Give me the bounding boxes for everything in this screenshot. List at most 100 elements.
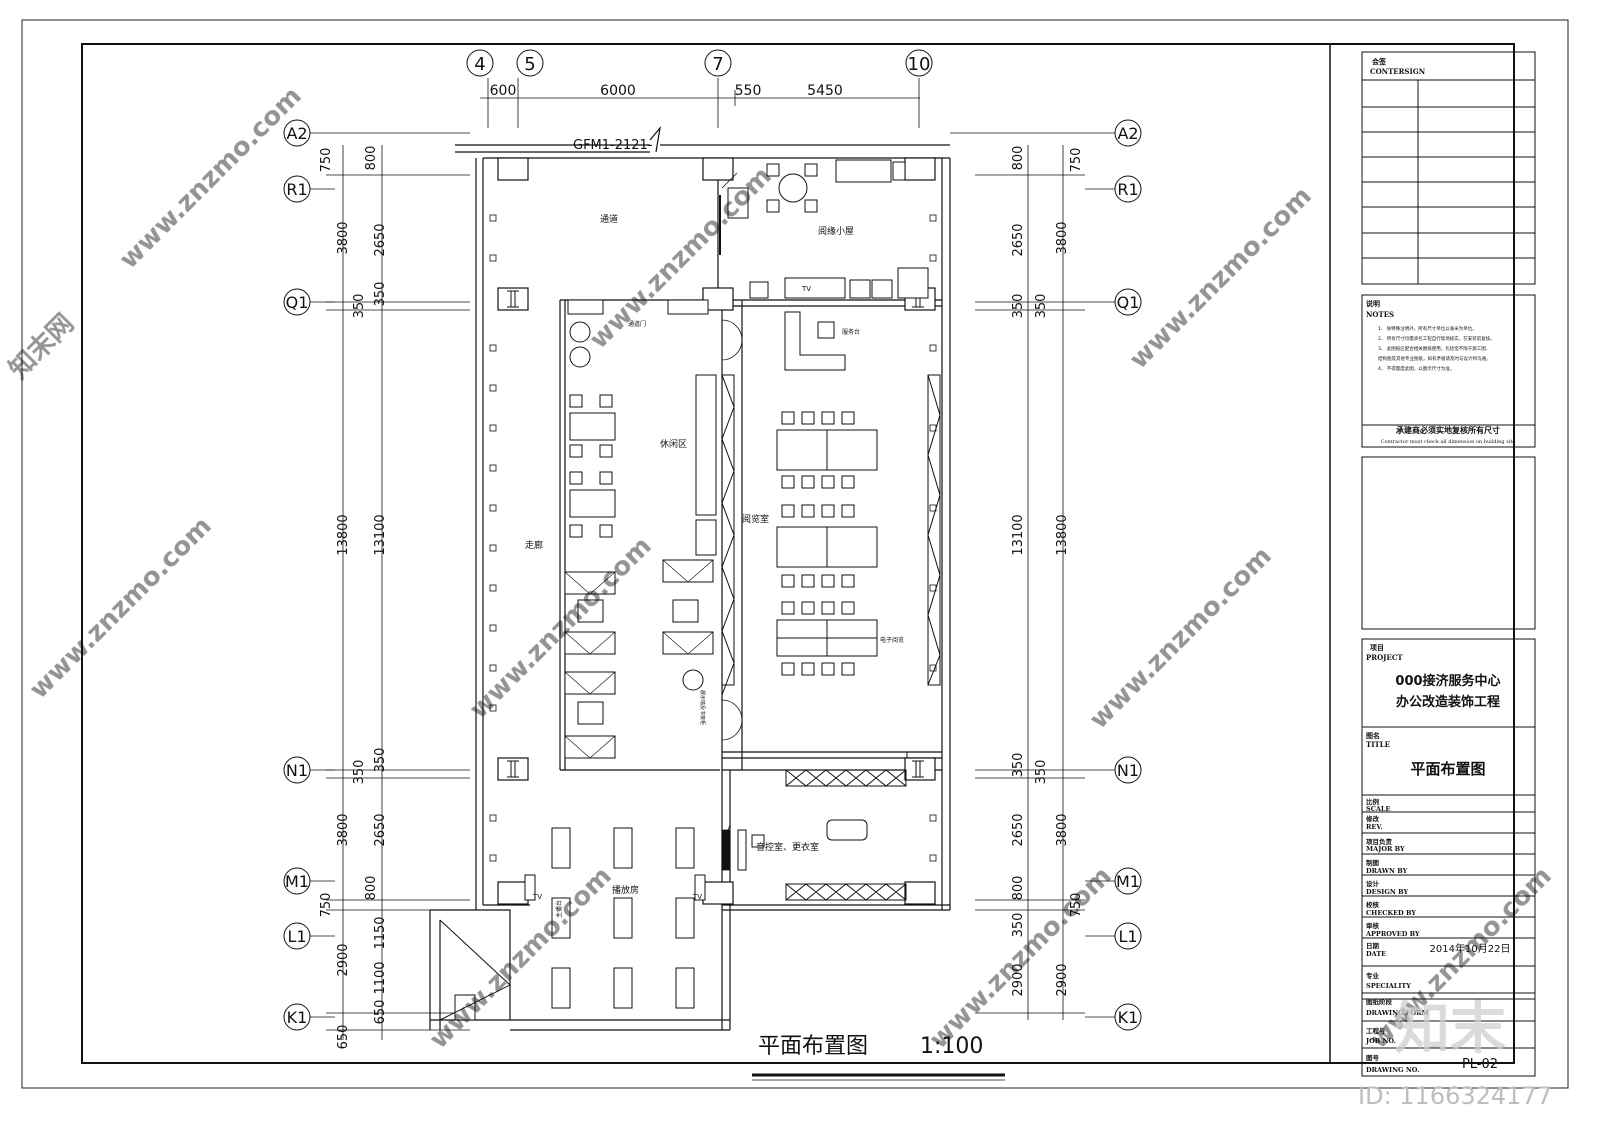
reading-shelves [721, 374, 941, 901]
dim-text: 350 [1034, 760, 1049, 785]
tb-note-line: 结构图及其他专业图纸，如有矛盾请及时与设计师沟通。 [1378, 355, 1491, 362]
dim-text: 350 [1011, 913, 1026, 938]
tb-field-en: SCALE [1366, 805, 1390, 813]
dim-text: 350 [352, 760, 367, 785]
room-label: 电子阅览 [880, 636, 904, 644]
tb-field-cn: 比例 [1366, 797, 1380, 806]
inner-frame [81, 43, 1515, 1064]
coffee-area-furniture [727, 159, 929, 371]
dim-text: 800 [1011, 876, 1026, 901]
tb-field-cn: 审核 [1366, 921, 1380, 930]
tb-field-en: DATE [1366, 950, 1386, 958]
stair [439, 919, 511, 1021]
dim-text: 1100 [373, 961, 388, 994]
dim-text: 3800 [336, 221, 351, 254]
dim-text: 350 [373, 748, 388, 773]
tb-stage-en: DRAWING FORM [1366, 1009, 1429, 1017]
watermark-logo: 知末 [1394, 997, 1506, 1062]
dim-text: 6000 [600, 83, 636, 99]
tb-note-line: 3、 此图纸应配合相关图纸使用，包括但不限于施工图、 [1378, 345, 1490, 352]
room-label: 走廊 [525, 539, 543, 551]
tb-date-value: 2014年10月22日 [1430, 942, 1511, 955]
watermark-id: ID: 1166324177 [1358, 1082, 1552, 1110]
dim-text: 350 [1034, 294, 1049, 319]
room-label: 音控室、更衣室 [756, 841, 819, 853]
tb-field-en: APPROVED BY [1365, 930, 1420, 938]
room-label: 服务台 [842, 328, 860, 336]
grid-col-label: 7 [712, 54, 723, 75]
tb-title-value: 平面布置图 [1410, 760, 1485, 778]
grid-row-label: A2 [1117, 124, 1138, 143]
podium-label: 主播台 [555, 900, 563, 918]
room-label: 通道门 [628, 320, 646, 328]
dim-text: 350 [1011, 294, 1026, 319]
grid-row-label: M1 [285, 872, 309, 891]
dim-text: 5450 [807, 83, 843, 99]
doors [719, 172, 743, 871]
tb-countersign-en: CONTERSIGN [1370, 67, 1426, 76]
dim-text: 600 [490, 83, 517, 99]
dim-text: 750 [319, 893, 334, 918]
plan-scale: 1:100 [920, 1034, 983, 1059]
tb-field-en: DESIGN BY [1366, 888, 1408, 896]
tb-field-cn: 校核 [1366, 900, 1380, 909]
grid-row-label: L1 [1118, 927, 1137, 946]
dim-text: 3800 [336, 813, 351, 846]
room-label: 休闲区 [660, 438, 687, 450]
grid-row-label: Q1 [286, 293, 309, 312]
room-label: 阅览室 [742, 513, 769, 525]
room-label: 阅缘小屋 [818, 225, 854, 237]
grid-row-label: N1 [1117, 761, 1139, 780]
grid-row-label: R1 [286, 180, 307, 199]
reading-tables [737, 429, 878, 871]
dim-text: 750 [319, 148, 334, 173]
grid-col-label: 5 [524, 54, 535, 75]
grid-row-label: R1 [1117, 180, 1138, 199]
grid-lines [326, 78, 1085, 1040]
dim-text: 350 [1011, 753, 1026, 778]
tv-label: TV [692, 893, 702, 901]
dim-text: 650 [336, 1025, 351, 1050]
tb-project-name-1: 000接济服务中心 [1395, 673, 1500, 689]
outer-frame [21, 19, 1569, 1089]
tb-drawing-no: PL-02 [1462, 1057, 1498, 1072]
dim-text: 350 [352, 294, 367, 319]
tb-stage-cn: 图纸阶段 [1366, 997, 1393, 1006]
structural-columns [497, 157, 936, 905]
grid-row-label: K1 [287, 1008, 308, 1027]
title-block [1361, 51, 1536, 1077]
dim-text: 2900 [336, 943, 351, 976]
dim-text: 750 [1069, 893, 1084, 918]
column-bubbles [466, 49, 933, 77]
plan-title: 平面布置图 [758, 1034, 868, 1059]
tv-label: TV [532, 893, 542, 901]
tb-field-cn: 制图 [1366, 858, 1380, 867]
dim-text: 800 [364, 876, 379, 901]
row-bubbles-left [283, 119, 311, 1031]
dim-text: 550 [735, 83, 762, 99]
room-label: 播放房 [612, 884, 639, 896]
dim-text: 2650 [1011, 223, 1026, 256]
tv-label: TV [801, 285, 811, 293]
tb-job-cn: 工程号 [1366, 1026, 1386, 1035]
window-ticks [489, 214, 937, 862]
column-hatch [507, 290, 924, 778]
dim-text: 13100 [1011, 514, 1026, 555]
tb-no-cn: 图号 [1366, 1053, 1380, 1062]
tb-countersign-cn: 会签 [1372, 57, 1387, 66]
tb-notes-en: NOTES [1366, 310, 1394, 319]
dim-text: 3800 [1055, 221, 1070, 254]
dim-text: 350 [373, 282, 388, 307]
lounge-seat-crosses [564, 559, 714, 759]
dim-text: 650 [373, 1000, 388, 1025]
dim-text: 13800 [1055, 514, 1070, 555]
tb-note-line: 4、 不得量度此图，以图示尺寸为准。 [1378, 365, 1454, 372]
door-code: GFM1-2121- [573, 138, 653, 153]
tb-field-cn: 项目负责 [1366, 837, 1393, 846]
dim-text: 2650 [1011, 813, 1026, 846]
studio-desks [454, 827, 706, 1021]
tb-project-cn: 项目 [1370, 643, 1384, 652]
dim-text: 13100 [373, 514, 388, 555]
tb-field-en: DRAWN BY [1366, 867, 1408, 875]
